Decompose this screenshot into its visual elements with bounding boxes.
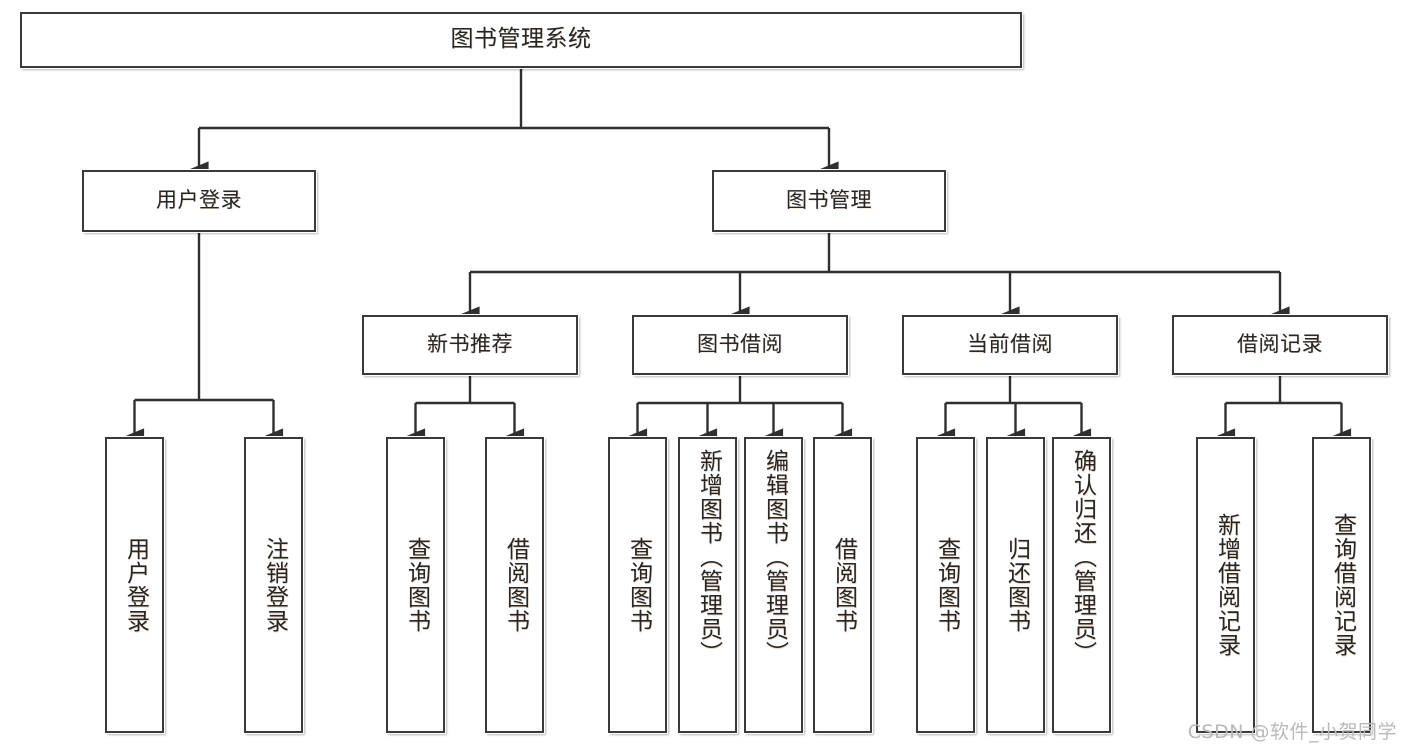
node-label: 确认归还（管理员） bbox=[1069, 449, 1096, 665]
node-label: 借阅图书 bbox=[502, 537, 529, 633]
leaf-borrow-add-book-admin[interactable]: 新增图书（管理员） bbox=[678, 437, 737, 733]
node-new-book-recommendation[interactable]: 新书推荐 bbox=[362, 315, 578, 375]
leaf-current-query-books[interactable]: 查询图书 bbox=[916, 437, 975, 733]
leaf-records-query-record[interactable]: 查询借阅记录 bbox=[1312, 437, 1371, 733]
leaf-user-logout[interactable]: 注销登录 bbox=[244, 437, 303, 733]
node-label: 用户登录 bbox=[156, 188, 242, 213]
leaf-current-return-books[interactable]: 归还图书 bbox=[986, 437, 1045, 733]
node-label: 借阅图书 bbox=[830, 537, 857, 633]
node-user-login[interactable]: 用户登录 bbox=[82, 170, 316, 232]
node-root[interactable]: 图书管理系统 bbox=[20, 12, 1022, 68]
node-label: 新增借阅记录 bbox=[1213, 513, 1240, 657]
node-borrowing-records[interactable]: 借阅记录 bbox=[1172, 315, 1388, 375]
node-label: 编辑图书（管理员） bbox=[761, 449, 788, 665]
leaf-current-confirm-return-admin[interactable]: 确认归还（管理员） bbox=[1052, 437, 1111, 733]
csdn-watermark: CSDN @软件_小贺同学 bbox=[1187, 721, 1397, 743]
node-label: 图书借阅 bbox=[697, 332, 783, 357]
leaf-borrow-query-books[interactable]: 查询图书 bbox=[608, 437, 667, 733]
leaf-newrec-borrow-books[interactable]: 借阅图书 bbox=[485, 437, 544, 733]
node-label: 注销登录 bbox=[261, 537, 288, 633]
node-label: 新增图书（管理员） bbox=[695, 449, 722, 665]
leaf-newrec-query-books[interactable]: 查询图书 bbox=[386, 437, 445, 733]
node-label: 查询图书 bbox=[625, 537, 652, 633]
node-label: 查询借阅记录 bbox=[1329, 513, 1356, 657]
node-book-borrowing[interactable]: 图书借阅 bbox=[632, 315, 848, 375]
node-label: 归还图书 bbox=[1003, 537, 1030, 633]
leaf-borrow-edit-book-admin[interactable]: 编辑图书（管理员） bbox=[744, 437, 803, 733]
node-label: 图书管理系统 bbox=[450, 26, 592, 53]
leaf-user-login[interactable]: 用户登录 bbox=[105, 437, 164, 733]
leaf-records-add-record[interactable]: 新增借阅记录 bbox=[1196, 437, 1255, 733]
node-label: 图书管理 bbox=[786, 188, 872, 213]
leaf-borrow-lend-books[interactable]: 借阅图书 bbox=[813, 437, 872, 733]
node-label: 查询图书 bbox=[403, 537, 430, 633]
node-label: 用户登录 bbox=[122, 537, 149, 633]
node-book-management[interactable]: 图书管理 bbox=[712, 170, 946, 232]
node-label: 借阅记录 bbox=[1237, 332, 1323, 357]
node-label: 新书推荐 bbox=[427, 332, 513, 357]
node-label: 当前借阅 bbox=[967, 332, 1053, 357]
node-current-borrowing[interactable]: 当前借阅 bbox=[902, 315, 1118, 375]
node-label: 查询图书 bbox=[933, 537, 960, 633]
